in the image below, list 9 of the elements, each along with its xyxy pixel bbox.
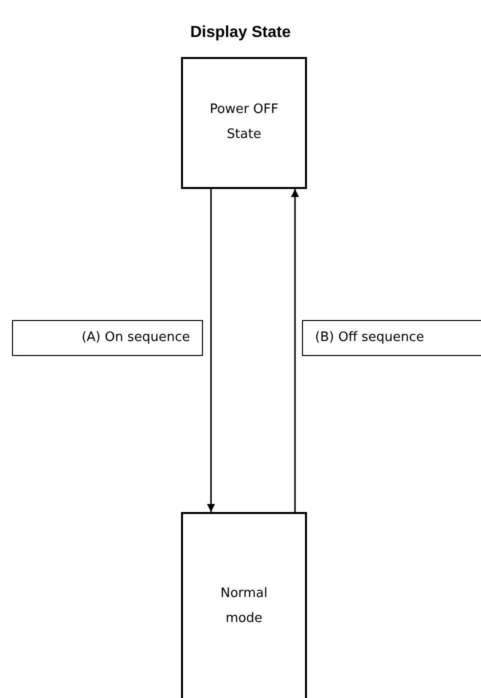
edge-label: (A) On sequence [12, 320, 203, 356]
arrow [207, 189, 215, 512]
state-box [181, 57, 307, 189]
state-label: Power OFF State [208, 101, 280, 144]
edge-label: (B) Off sequence [302, 320, 481, 356]
diagram-title: Display State [189, 24, 292, 42]
state-label: Normal mode [219, 585, 269, 628]
state-box [181, 512, 307, 698]
arrow [291, 189, 299, 512]
